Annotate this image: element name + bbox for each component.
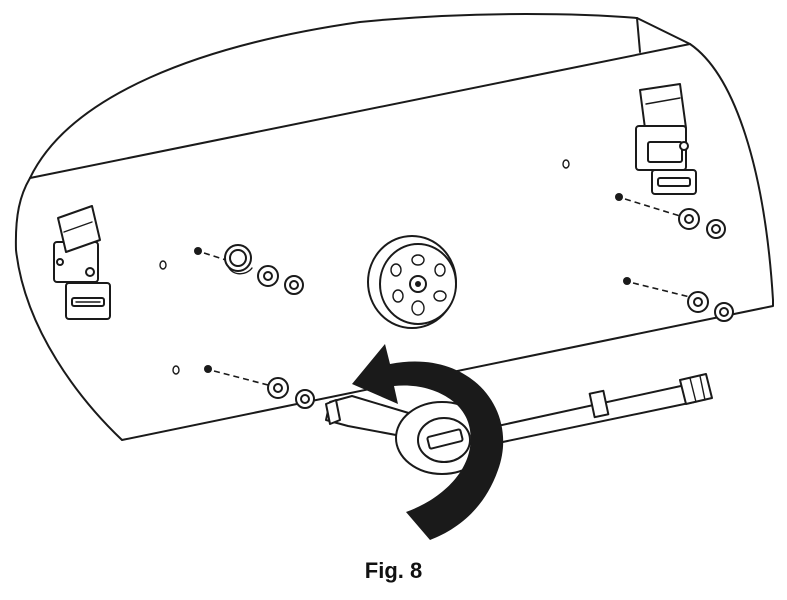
ratchet-wrench xyxy=(325,373,713,475)
left-latch xyxy=(53,205,111,320)
right-latch xyxy=(635,83,697,195)
figure-caption: Fig. 8 xyxy=(364,558,423,583)
panel xyxy=(14,13,774,441)
wheel-hub xyxy=(367,235,457,329)
clamp-bolt-assembly xyxy=(194,244,304,295)
lower-right-bolt-assembly xyxy=(623,277,734,322)
lower-left-bolt-assembly xyxy=(204,365,315,409)
rotation-arrow-icon xyxy=(352,344,504,540)
upper-right-bolt-assembly xyxy=(615,193,726,239)
panel-holes xyxy=(159,159,570,375)
